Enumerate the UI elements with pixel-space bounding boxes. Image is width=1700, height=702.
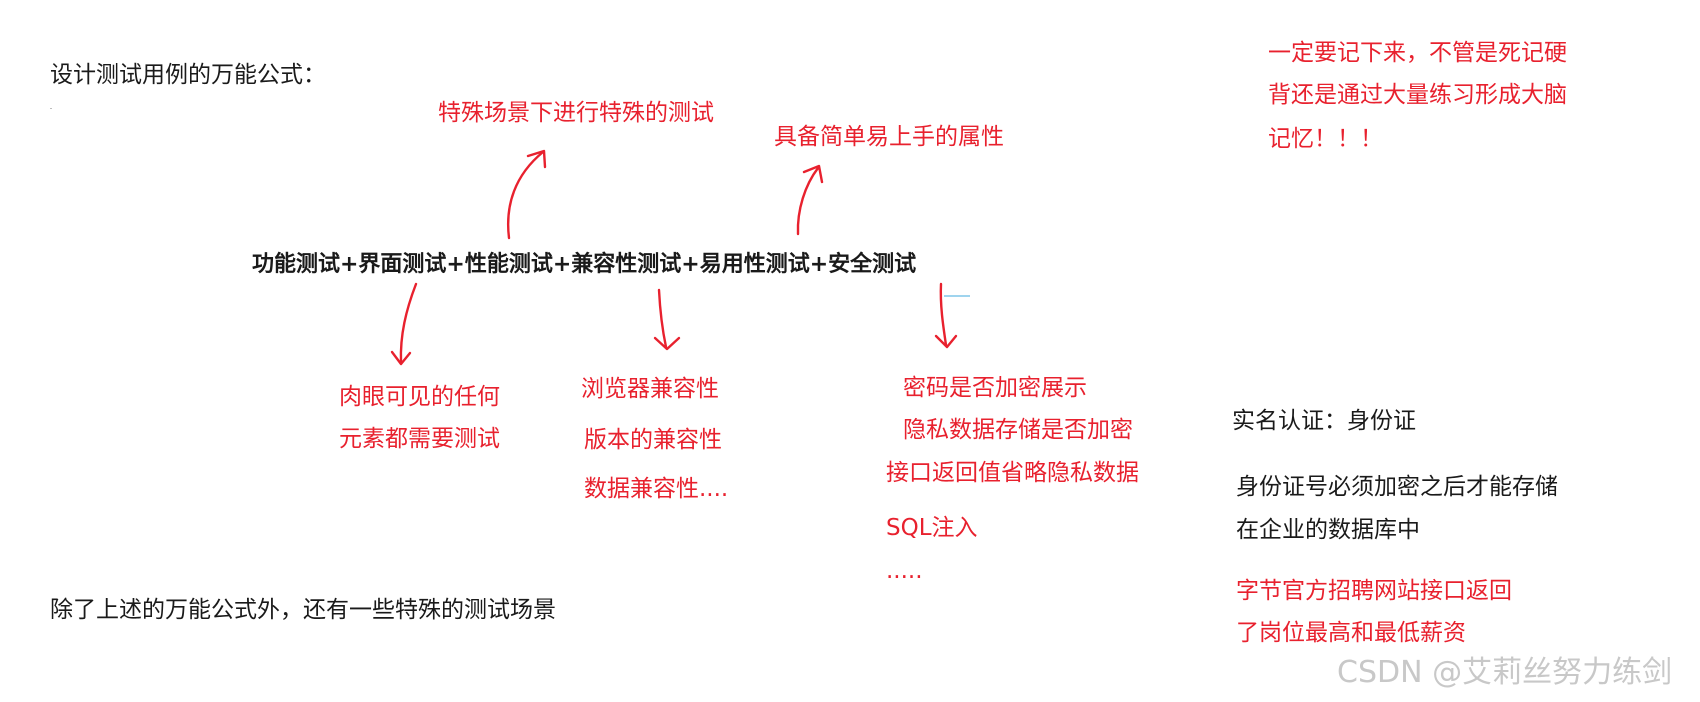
annotation-compat-line-2: 版本的兼容性 [584,427,722,453]
real-name-body-line-2: 在企业的数据库中 [1236,517,1420,543]
arrow-head-usability [802,164,824,184]
arrow-head-ui [390,350,412,366]
arrow-head-compatibility [653,336,681,351]
annotation-special-scenario: 特殊场景下进行特殊的测试 [438,100,714,126]
annotation-compat-line-1: 浏览器兼容性 [581,376,719,402]
real-name-title: 实名认证：身份证 [1232,408,1416,434]
arrow-to-security [939,282,948,347]
annotation-usability: 具备简单易上手的属性 [774,124,1004,150]
annotation-ui-line-2: 元素都需要测试 [339,426,500,452]
annotation-compat-line-3: 数据兼容性.... [584,476,729,502]
memo-line-3: 记忆！！！ [1268,126,1383,152]
annotation-security-line-3: 接口返回值省略隐私数据 [886,460,1139,486]
annotation-security-line-1: 密码是否加密展示 [903,375,1087,401]
memo-line-1: 一定要记下来，不管是死记硬 [1268,40,1567,66]
footer-text: 除了上述的万能公式外，还有一些特殊的测试场景 [50,597,556,623]
annotation-ui-line-1: 肉眼可见的任何 [339,384,500,410]
arrow-to-ui [399,282,418,364]
arrow-to-usability [796,166,820,236]
annotation-security-line-2: 隐私数据存储是否加密 [903,417,1133,443]
cursor-mark [944,295,970,297]
page-title: 设计测试用例的万能公式： [50,62,326,88]
arrow-head-security [934,334,958,349]
real-name-example-line-1: 字节官方招聘网站接口返回 [1236,578,1512,604]
memo-line-2: 背还是通过大量练习形成大脑 [1268,82,1567,108]
watermark: CSDN @艾莉丝努力练剑 [1337,655,1673,690]
annotation-security-line-4: SQL注入 [886,515,978,541]
real-name-body-line-1: 身份证号必须加密之后才能存储 [1236,474,1558,500]
arrow-to-special-scenario [507,150,545,240]
test-formula: 功能测试+界面测试+性能测试+兼容性测试+易用性测试+安全测试 [252,252,917,277]
annotation-security-line-5: ..... [886,558,923,584]
arrow-to-compatibility [657,288,668,349]
real-name-example-line-2: 了岗位最高和最低薪资 [1236,620,1466,646]
dot-mark [50,108,52,109]
arrow-head-special-scenario [526,149,547,169]
